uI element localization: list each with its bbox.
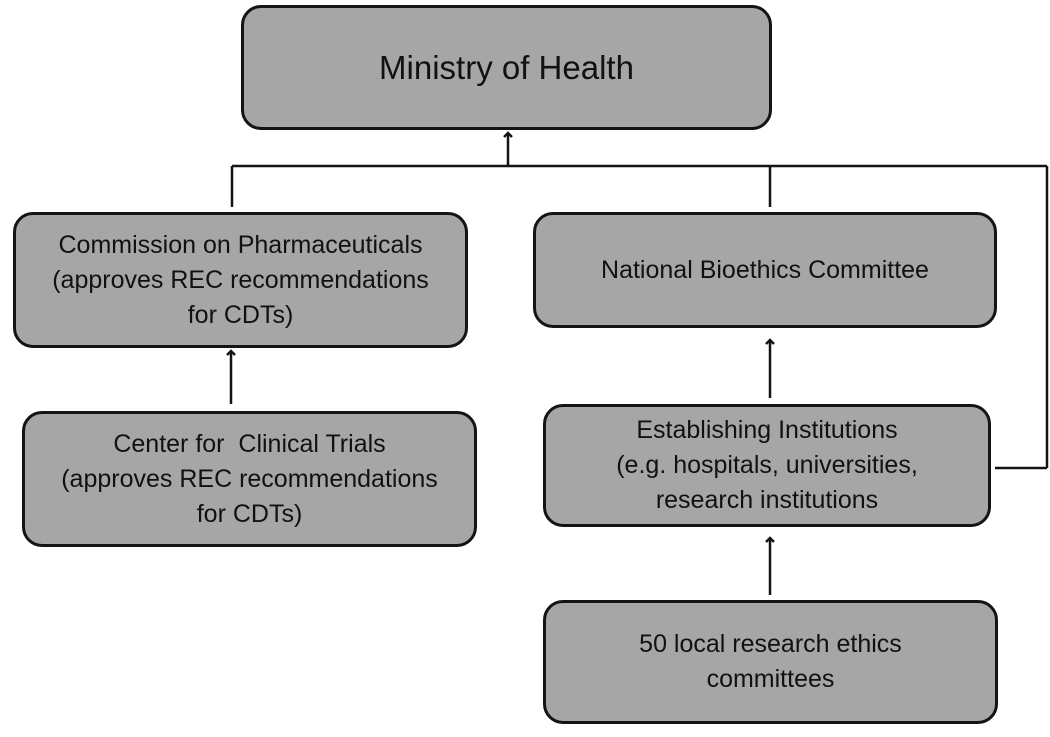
establishing-label: Establishing Institutions (e.g. hospital… — [616, 413, 918, 518]
bioethics-label: National Bioethics Committee — [601, 253, 929, 288]
commission-label: Commission on Pharmaceuticals (approves … — [52, 228, 429, 333]
establishing-line-3: research institutions — [655, 486, 879, 514]
establishing-line-1: Establishing Institutions — [636, 416, 898, 444]
ministry-of-health-label: Ministry of Health — [379, 50, 634, 85]
commission-line-3: for CDTs) — [187, 300, 294, 329]
local-label: 50 local research ethics committees — [639, 627, 902, 697]
commission-line-2: (approves REC recommendations — [52, 265, 429, 294]
local-line-2: committees — [706, 665, 835, 693]
center-line-2: (approves REC recommendations — [61, 464, 438, 493]
local-line-1: 50 local research ethics — [639, 630, 902, 658]
center-label: Center for Clinical Trials (approves REC… — [61, 427, 438, 532]
local-research-ethics-committees-node: 50 local research ethics committees — [543, 600, 998, 724]
ministry-line-1: Ministry of Health — [379, 49, 634, 86]
center-line-3: for CDTs) — [196, 499, 303, 528]
establishing-line-2: (e.g. hospitals, universities, — [616, 451, 918, 479]
ministry-of-health-node: Ministry of Health — [241, 5, 772, 130]
center-for-clinical-trials-node: Center for Clinical Trials (approves REC… — [22, 411, 477, 547]
bioethics-line-1: National Bioethics Committee — [601, 255, 929, 284]
commission-line-1: Commission on Pharmaceuticals — [58, 230, 423, 259]
center-line-1: Center for Clinical Trials — [113, 429, 386, 458]
national-bioethics-committee-node: National Bioethics Committee — [533, 212, 997, 328]
commission-on-pharmaceuticals-node: Commission on Pharmaceuticals (approves … — [13, 212, 468, 348]
establishing-institutions-node: Establishing Institutions (e.g. hospital… — [543, 404, 991, 527]
